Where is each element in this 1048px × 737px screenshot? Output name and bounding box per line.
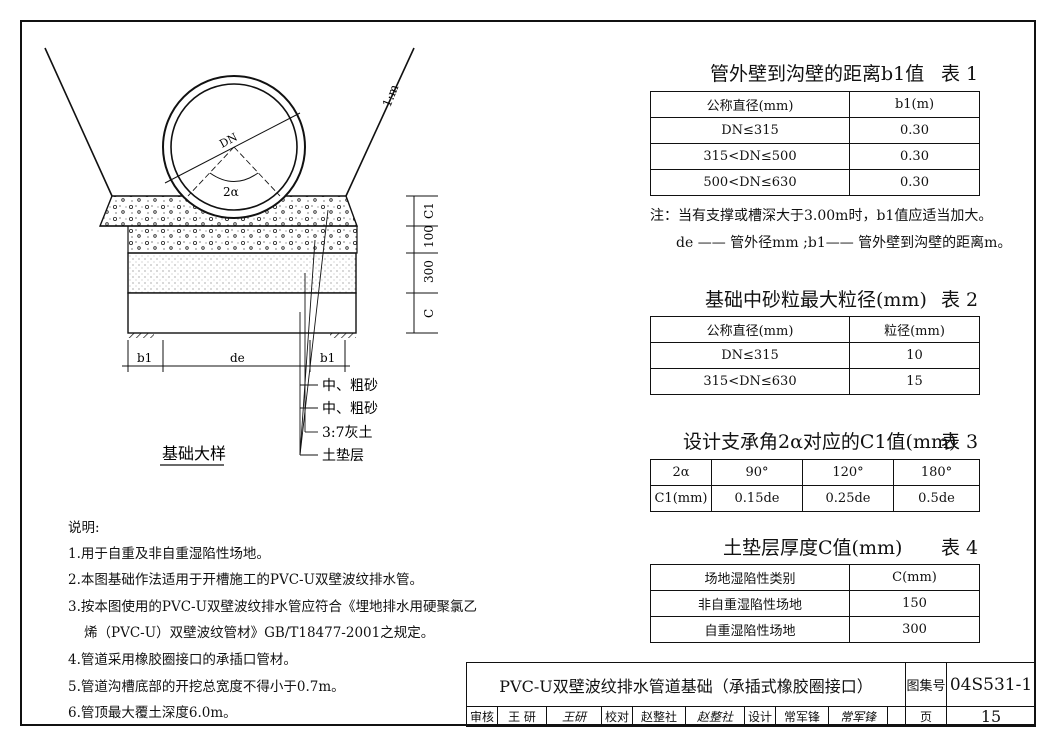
table2-header: 公称直径(mm) xyxy=(650,316,850,343)
table4-header: 场地湿陷性类别 xyxy=(650,564,850,591)
table3-cell: 180° xyxy=(893,459,980,486)
check-name: 赵整社 xyxy=(632,706,686,727)
review-name: 王 研 xyxy=(497,706,547,727)
table4-cell: 300 xyxy=(849,616,980,643)
table1-title: 管外壁到沟壁的距离b1值 xyxy=(710,63,925,85)
note-item: 5.管道沟槽底部的开挖总宽度不得小于0.7m。 xyxy=(68,679,345,695)
table3-cell: 120° xyxy=(802,459,894,486)
dim-de: de xyxy=(230,351,245,365)
table4-cell: 非自重湿陷性场地 xyxy=(650,590,850,617)
table4-cell: 150 xyxy=(849,590,980,617)
table3: 2α 90° 120° 180° C1(mm) 0.15de 0.25de 0.… xyxy=(650,459,980,512)
table1-note: 注：当有支撑或槽深大于3.00m时，b1值应适当加大。 xyxy=(650,208,993,224)
table3-cell: 0.5de xyxy=(893,485,980,512)
table2-cell: DN≤315 xyxy=(650,342,850,369)
table1-cell: 315<DN≤500 xyxy=(650,143,850,170)
angle-label: 2α xyxy=(223,185,239,199)
leader-label-lime-soil: 3:7灰土 xyxy=(322,425,373,441)
leader-label-sand-2: 中、粗砂 xyxy=(322,401,378,417)
table3-cell: C1(mm) xyxy=(650,485,712,512)
table2-title: 基础中砂粒最大粒径(mm) xyxy=(705,289,927,311)
dim-c: C xyxy=(422,309,436,318)
table1-cell: 0.30 xyxy=(849,169,980,196)
design-label: 设计 xyxy=(744,706,776,727)
check-label: 校对 xyxy=(601,706,633,727)
detail-caption: 基础大样 xyxy=(162,444,226,463)
table3-number: 表 3 xyxy=(941,431,979,453)
table1-header: 公称直径(mm) xyxy=(650,91,850,118)
design-name: 常军锋 xyxy=(775,706,829,727)
atlas-number: 04S531-1 xyxy=(946,662,1036,707)
check-signature: 赵整社 xyxy=(685,706,745,727)
review-label: 审核 xyxy=(466,706,498,727)
table4-header: C(mm) xyxy=(849,564,980,591)
leader-label-soil-cushion: 土垫层 xyxy=(322,448,364,464)
table2-cell: 315<DN≤630 xyxy=(650,368,850,395)
table3-cell: 0.25de xyxy=(802,485,894,512)
table4-number: 表 4 xyxy=(941,537,979,559)
table3-title: 设计支承角2α对应的C1值(mm) xyxy=(683,431,957,453)
table3-cell: 90° xyxy=(711,459,803,486)
table1-cell: 500<DN≤630 xyxy=(650,169,850,196)
drawing-title: PVC-U双壁波纹排水管道基础（承插式橡胶圈接口） xyxy=(466,662,906,707)
dim-c1: C1 xyxy=(422,202,436,219)
table4-cell: 自重湿陷性场地 xyxy=(650,616,850,643)
table1-number: 表 1 xyxy=(941,63,979,85)
design-signature: 常军锋 xyxy=(828,706,888,727)
table3-cell: 2α xyxy=(650,459,712,486)
table1-cell: 0.30 xyxy=(849,117,980,144)
table1-cell: DN≤315 xyxy=(650,117,850,144)
table2-number: 表 2 xyxy=(941,289,979,311)
note-item: 4.管道采用橡胶圈接口的承插口管材。 xyxy=(68,652,297,668)
leader-label-sand-1: 中、粗砂 xyxy=(322,378,378,394)
page-label: 页 xyxy=(905,706,947,727)
table1-cell: 0.30 xyxy=(849,143,980,170)
dim-100: 100 xyxy=(422,225,436,248)
note-item: 3.按本图使用的PVC-U双壁波纹排水管应符合《埋地排水用硬聚氯乙 xyxy=(68,599,477,615)
table2-header: 粒径(mm) xyxy=(849,316,980,343)
slope-label: 1:m xyxy=(380,82,402,109)
atlas-label: 图集号 xyxy=(905,662,947,707)
foundation-detail-drawing: DN 2α 1:m C1 100 300 C b1 de b1 xyxy=(44,47,438,466)
note-item: 6.管顶最大覆土深度6.0m。 xyxy=(68,705,237,721)
table2-cell: 15 xyxy=(849,368,980,395)
title-block: PVC-U双壁波纹排水管道基础（承插式橡胶圈接口） 图集号 04S531-1 审… xyxy=(466,662,1036,727)
table1-header: b1(m) xyxy=(849,91,980,118)
review-signature: 王研 xyxy=(546,706,602,727)
note-item: 2.本图基础作法适用于开槽施工的PVC-U双壁波纹排水管。 xyxy=(68,572,423,588)
table3-cell: 0.15de xyxy=(711,485,803,512)
note-item: 烯（PVC-U）双壁波纹管材》GB/T18477-2001之规定。 xyxy=(84,625,435,641)
table4-title: 土垫层厚度C值(mm) xyxy=(723,537,903,559)
table1-legend: de —— 管外径mm ;b1—— 管外壁到沟壁的距离m。 xyxy=(676,235,1012,251)
note-item: 1.用于自重及非自重湿陷性场地。 xyxy=(68,546,270,562)
dim-b1-left: b1 xyxy=(137,351,152,365)
notes-heading: 说明: xyxy=(68,520,100,536)
dim-300: 300 xyxy=(422,260,436,283)
table2-cell: 10 xyxy=(849,342,980,369)
dim-b1-right: b1 xyxy=(320,351,335,365)
page-number: 15 xyxy=(946,706,1036,727)
